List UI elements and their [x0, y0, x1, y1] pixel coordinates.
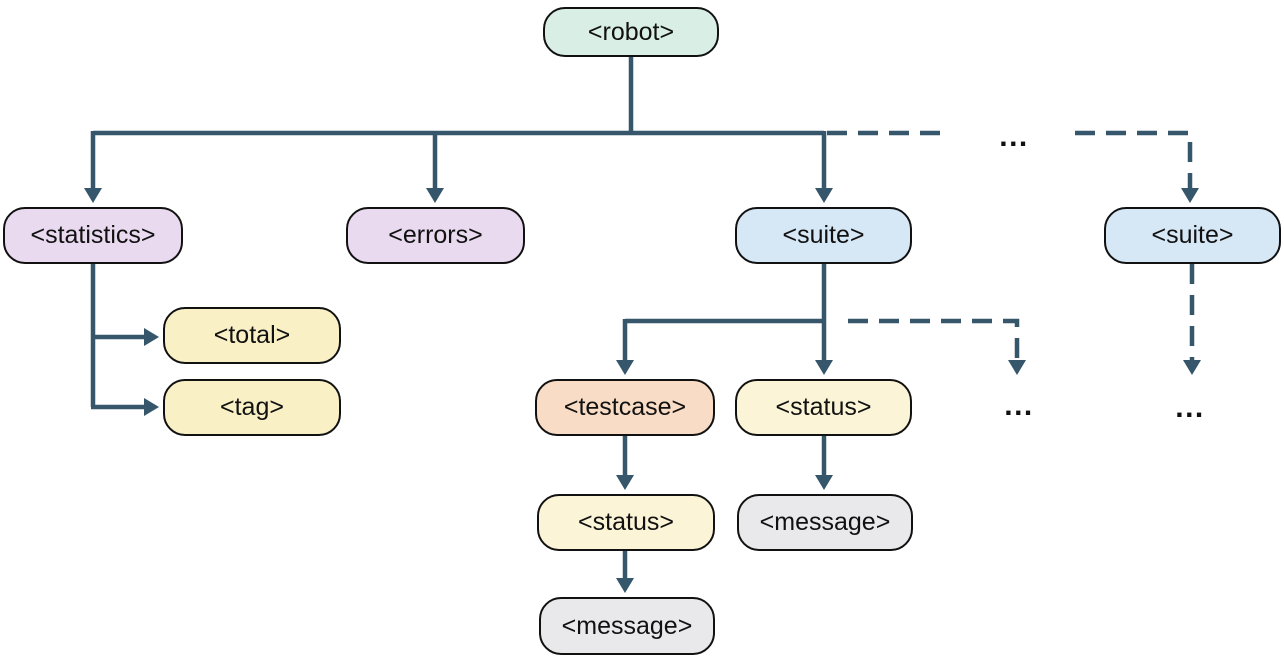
node-testcase-label: <testcase> [563, 393, 687, 421]
arrow-testcase-to-status-arrowhead [616, 475, 634, 490]
dashed-root-to-suite2-arrowhead [1181, 188, 1199, 203]
dashed-suite-more-children [848, 318, 1020, 362]
node-message-suite-label: <message> [759, 508, 891, 536]
node-suite-label: <suite> [782, 221, 865, 249]
node-testcase: <testcase> [535, 379, 715, 436]
node-errors: <errors> [346, 207, 525, 264]
node-suite-2: <suite> [1104, 207, 1281, 264]
node-errors-label: <errors> [388, 221, 483, 249]
arrow-to-total-arrowhead [144, 328, 159, 346]
dashed-suite2-more-children-arrowhead [1183, 360, 1201, 375]
ellipsis-more-suites: ... [999, 120, 1029, 153]
dashed-root-to-suite2 [1075, 130, 1193, 190]
node-suite-2-label: <suite> [1151, 221, 1234, 249]
ellipsis-more-suite-children: ... [1004, 389, 1034, 422]
node-message-testcase-label: <message> [561, 611, 693, 640]
arrow-to-testcase-arrowhead [616, 360, 634, 375]
dashed-suite-more-children-arrowhead [1008, 360, 1026, 375]
arrow-suitestatus-to-message-arrowhead [815, 475, 833, 490]
node-message-suite: <message> [737, 494, 913, 551]
arrow-to-tag-arrowhead [144, 398, 159, 416]
node-statistics: <statistics> [3, 207, 183, 264]
node-suite: <suite> [735, 207, 912, 264]
arrow-to-statistics-arrowhead [84, 188, 102, 203]
node-status-suite-label: <status> [775, 393, 872, 421]
node-statistics-label: <statistics> [30, 221, 156, 249]
node-status-suite: <status> [735, 379, 912, 436]
node-message-testcase: <message> [539, 597, 715, 655]
arrow-to-suite-arrowhead [815, 188, 833, 203]
node-status-testcase: <status> [537, 494, 715, 551]
node-robot-label: <robot> [587, 17, 675, 46]
ellipsis-more-suite2-children: ... [1175, 391, 1205, 424]
node-total: <total> [163, 307, 341, 364]
node-tag-label: <tag> [220, 393, 284, 421]
arrow-status-to-message-arrowhead [616, 578, 634, 593]
node-total-label: <total> [213, 321, 291, 349]
arrow-suite-to-status-arrowhead [815, 360, 833, 375]
node-status-testcase-label: <status> [578, 508, 674, 536]
node-robot: <robot> [543, 7, 719, 57]
node-tag: <tag> [163, 379, 341, 436]
arrow-to-errors-arrowhead [426, 188, 444, 203]
